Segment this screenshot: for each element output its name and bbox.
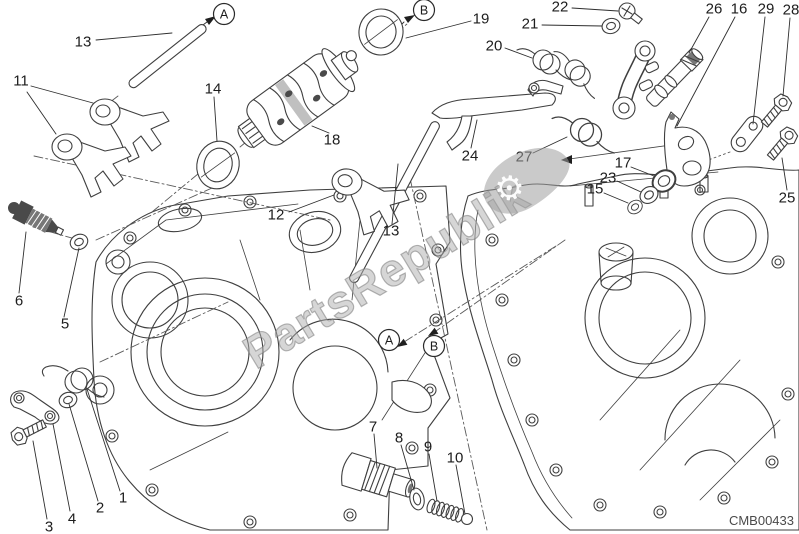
part-callout-26: 26 <box>706 1 723 18</box>
part-callout-2: 2 <box>96 500 104 517</box>
part-callout-10: 10 <box>447 450 464 467</box>
pawl-plate <box>663 111 711 187</box>
part-callout-28: 28 <box>783 2 799 19</box>
leader-line-21 <box>541 24 603 27</box>
part-callout-14: 14 <box>205 81 222 98</box>
stopper-bolt <box>7 414 50 449</box>
oil-filler-cap <box>598 242 634 291</box>
part-callout-6: 6 <box>15 293 23 310</box>
stopper-spring <box>41 365 105 398</box>
leader-line-17 <box>630 166 655 177</box>
gear-shift-drum <box>237 48 359 149</box>
part-callout-12: 12 <box>268 207 285 224</box>
part-callout-9: 9 <box>424 439 432 456</box>
reference-marker-B: B <box>412 0 436 22</box>
adjuster-screw <box>618 2 643 25</box>
part-callout-29: 29 <box>758 1 775 18</box>
part-callout-13: 13 <box>383 223 400 240</box>
leader-line-5 <box>63 247 80 318</box>
reference-marker-A: A <box>377 328 401 352</box>
part-callout-5: 5 <box>61 316 69 333</box>
leader-line-3 <box>32 440 48 520</box>
svg-text:A: A <box>385 334 394 348</box>
selector-shaft <box>646 47 704 107</box>
leader-line-15 <box>603 192 629 204</box>
leader-line-9 <box>428 453 438 502</box>
part-callout-13: 13 <box>75 34 92 51</box>
part-callout-1: 1 <box>119 490 127 507</box>
leader-line-20 <box>504 47 533 59</box>
part-callout-11: 11 <box>13 73 29 90</box>
gearchange-lever-arm <box>612 40 660 120</box>
part-callout-27: 27 <box>516 149 533 166</box>
shim-ring-19 <box>358 8 404 56</box>
leader-line-16 <box>676 16 736 127</box>
part-callout-22: 22 <box>552 0 569 16</box>
detent-spring <box>426 498 465 523</box>
right-case-bolt-holes <box>485 184 795 519</box>
leader-line-7 <box>373 433 378 469</box>
leader-line-13 <box>95 32 173 41</box>
leader-line-27 <box>532 136 568 154</box>
part-callout-20: 20 <box>486 38 503 55</box>
part-callout-17: 17 <box>615 155 632 172</box>
leader-line-23 <box>616 180 642 193</box>
leader-line-26 <box>688 16 710 54</box>
leader-line-4 <box>52 423 71 512</box>
leader-line-29 <box>752 16 766 125</box>
washer-21 <box>599 15 623 37</box>
leader-line-24 <box>470 119 478 149</box>
leader-line-13 <box>391 163 399 225</box>
shift-fork-rod-upper <box>128 23 207 89</box>
leader-line-25 <box>781 157 788 191</box>
leader-line-6 <box>18 231 27 294</box>
reference-marker-A: A <box>212 2 236 26</box>
leader-line-18 <box>311 125 330 134</box>
selector-blade <box>431 92 556 151</box>
leader-line-8 <box>400 444 415 491</box>
svg-text:A: A <box>220 8 229 22</box>
stopper-lever <box>10 390 60 425</box>
leader-line-1 <box>86 388 121 492</box>
leader-line-19 <box>405 20 472 39</box>
detent-plug <box>341 452 416 498</box>
leader-line-10 <box>455 464 466 515</box>
return-spring-20 <box>516 48 572 81</box>
spring-link <box>527 79 564 97</box>
leader-line-28 <box>782 17 791 97</box>
part-callout-25: 25 <box>779 190 796 207</box>
right-crankcase-half <box>459 166 799 531</box>
leader-line-12 <box>288 194 335 213</box>
reference-marker-B: B <box>422 334 446 358</box>
shift-fork-2 <box>51 133 132 198</box>
svg-text:B: B <box>430 340 438 354</box>
part-callout-21: 21 <box>522 16 539 33</box>
part-callout-16: 16 <box>731 1 748 18</box>
part-callout-4: 4 <box>68 511 76 528</box>
part-callout-23: 23 <box>600 170 617 187</box>
svg-text:B: B <box>420 4 428 18</box>
part-callout-15: 15 <box>587 181 604 198</box>
shim-ring-14 <box>196 140 240 190</box>
bearing-washer-17 <box>651 169 677 193</box>
bolt-25 <box>762 123 799 164</box>
part-callout-7: 7 <box>369 419 377 436</box>
leader-line-22 <box>571 7 619 12</box>
leader-line-2 <box>68 403 99 502</box>
part-callout-19: 19 <box>473 11 490 28</box>
part-callout-3: 3 <box>45 519 53 534</box>
detent-ball <box>460 512 474 526</box>
return-spring-27 <box>551 116 615 154</box>
neutral-sensor <box>8 200 65 236</box>
part-callout-24: 24 <box>462 148 479 165</box>
part-callout-18: 18 <box>324 132 341 149</box>
leader-line-11 <box>26 91 57 135</box>
part-callout-8: 8 <box>395 430 403 447</box>
leader-line-11 <box>30 85 94 104</box>
link-plate <box>730 115 764 153</box>
diagram-code: CMB00433 <box>728 513 794 528</box>
leader-line-14 <box>213 96 218 142</box>
detent-washer <box>409 487 425 511</box>
